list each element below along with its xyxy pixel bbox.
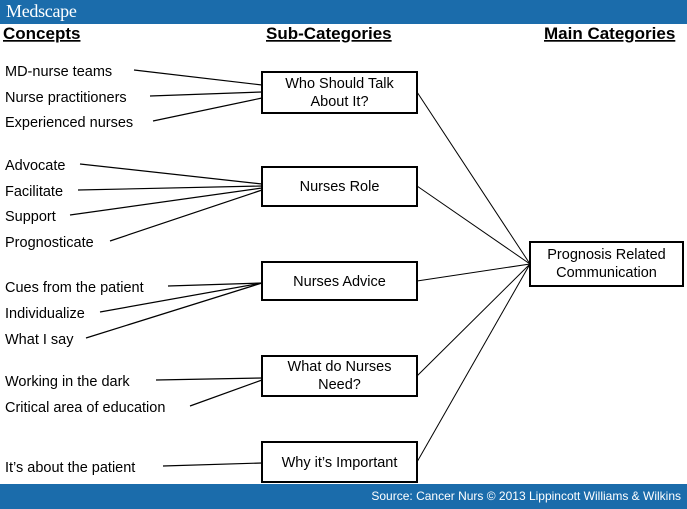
main-connectors: [416, 91, 531, 463]
connector-line: [69, 187, 263, 216]
connector-line: [149, 91, 263, 97]
connector-line: [162, 462, 263, 467]
main-category-label: Prognosis Related: [547, 247, 666, 263]
subcategory-box: What do Nurses Need?: [261, 355, 418, 397]
footer-bar: Source: Cancer Nurs © 2013 Lippincott Wi…: [0, 484, 687, 509]
connector-line: [155, 377, 263, 381]
concept-item: Prognosticate: [5, 235, 94, 251]
header-concepts: Concepts: [3, 24, 80, 43]
subcategory-label: Why it’s Important: [282, 455, 398, 471]
subcategory-box: Who Should Talk About It?: [261, 71, 418, 114]
connector-line: [152, 97, 263, 122]
subcategory-box: Nurses Role: [261, 166, 418, 207]
concept-item: Experienced nurses: [5, 115, 133, 131]
main-category-label: Communication: [556, 265, 657, 281]
concept-item: Nurse practitioners: [5, 90, 127, 106]
connector-line: [167, 282, 263, 287]
main-category-box: Prognosis Related Communication: [529, 241, 684, 287]
concept-item: Working in the dark: [5, 374, 130, 390]
concept-item: It’s about the patient: [5, 460, 135, 476]
connector-line: [416, 263, 531, 377]
concept-item: Advocate: [5, 158, 65, 174]
connector-line: [99, 282, 263, 313]
concept-item: Individualize: [5, 306, 85, 322]
source-credit: Source: Cancer Nurs © 2013 Lippincott Wi…: [371, 489, 681, 503]
subcategory-label: What do Nurses: [288, 359, 392, 375]
connector-line: [416, 91, 531, 265]
brand-logo: Medscape: [6, 1, 77, 21]
subcategory-label: Who Should Talk: [285, 76, 394, 92]
concept-item: Facilitate: [5, 184, 63, 200]
subcategory-label: About It?: [310, 94, 368, 110]
connector-line: [109, 189, 263, 242]
connector-line: [79, 163, 263, 185]
connector-line: [416, 263, 531, 282]
subcategory-label: Nurses Role: [300, 179, 380, 195]
subcategory-label: Nurses Advice: [293, 274, 386, 290]
connector-line: [85, 282, 263, 339]
concept-item: MD-nurse teams: [5, 64, 112, 80]
subcategory-box: Why it’s Important: [261, 441, 418, 483]
header-main-categories: Main Categories: [544, 24, 675, 43]
subcategory-label: Need?: [318, 377, 361, 393]
concept-item: Cues from the patient: [5, 280, 144, 296]
concept-connectors: [69, 69, 263, 467]
concept-item: Support: [5, 209, 56, 225]
connector-line: [77, 185, 263, 191]
concept-list: MD-nurse teams Nurse practitioners Exper…: [5, 64, 165, 476]
connector-line: [416, 185, 531, 265]
connector-line: [416, 263, 531, 463]
concept-item: Critical area of education: [5, 400, 165, 416]
concept-item: What I say: [5, 332, 74, 348]
connector-line: [189, 379, 263, 407]
connector-line: [133, 69, 263, 86]
subcategory-box: Nurses Advice: [261, 261, 418, 301]
header-subcategories: Sub-Categories: [266, 24, 392, 43]
header-bar: Medscape: [0, 0, 687, 24]
